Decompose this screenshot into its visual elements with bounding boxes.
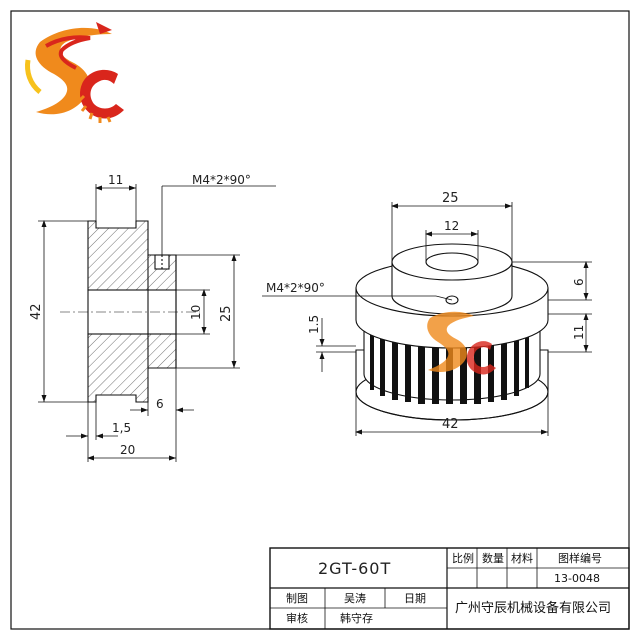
title-block: [269, 547, 630, 630]
part-name: 2GT-60T: [318, 559, 391, 578]
qty-label: 数量: [482, 552, 504, 565]
dim-hub-length-side: 6: [156, 397, 164, 411]
dim-hub-height-iso: 6: [572, 278, 586, 286]
drawing-no-label: 图样编号: [558, 551, 602, 565]
iso-view-dimensions: [262, 202, 592, 436]
drawn-by: 吴涛: [344, 591, 366, 605]
logo-c-icon: [78, 69, 124, 123]
drawn-label: 制图: [286, 592, 308, 605]
dim-total-length-side: 20: [120, 443, 135, 457]
side-section-view: [60, 220, 200, 403]
dim-outer-diameter-iso: 42: [442, 417, 459, 432]
dim-outer-diameter-side: 42: [29, 303, 44, 320]
scale-label: 比例: [452, 551, 474, 565]
side-view-labels: 11 M4*2*90° 42 10 25 6 1,5 20: [29, 173, 251, 457]
company-name: 广州守辰机械设备有限公司: [455, 600, 611, 616]
review-label: 审核: [286, 611, 308, 625]
dim-width-top: 11: [108, 173, 123, 187]
dim-flange-side: 1,5: [112, 421, 131, 435]
material-label: 材料: [511, 551, 533, 565]
company-logo: [25, 22, 124, 123]
dim-bore-side: 10: [189, 305, 203, 320]
logo-s-icon: [25, 22, 112, 115]
dim-flange-iso: 1.5: [307, 315, 321, 334]
dim-chamfer-note-iso: M4*2*90°: [266, 281, 325, 295]
watermark-logo-icon: [427, 311, 496, 375]
dim-hub-outer-iso: 25: [442, 191, 459, 206]
dim-chamfer-note-side: M4*2*90°: [192, 173, 251, 187]
date-label: 日期: [404, 592, 426, 605]
reviewed-by: 韩守存: [340, 611, 373, 625]
title-block-text: 2GT-60T 比例 数量 材料 图样编号 13-0048 制图 吴涛 日期 审…: [286, 551, 611, 625]
drawing-no: 13-0048: [554, 572, 600, 585]
dim-bore-iso: 12: [444, 219, 459, 233]
dim-hub-diameter-side: 25: [219, 305, 234, 322]
isometric-view: [355, 243, 549, 421]
side-view-dimensions: [38, 184, 276, 462]
iso-view-labels: 25 12 M4*2*90° 6 1.5 11 42: [266, 191, 586, 432]
dim-tooth-height-iso: 11: [572, 325, 586, 340]
